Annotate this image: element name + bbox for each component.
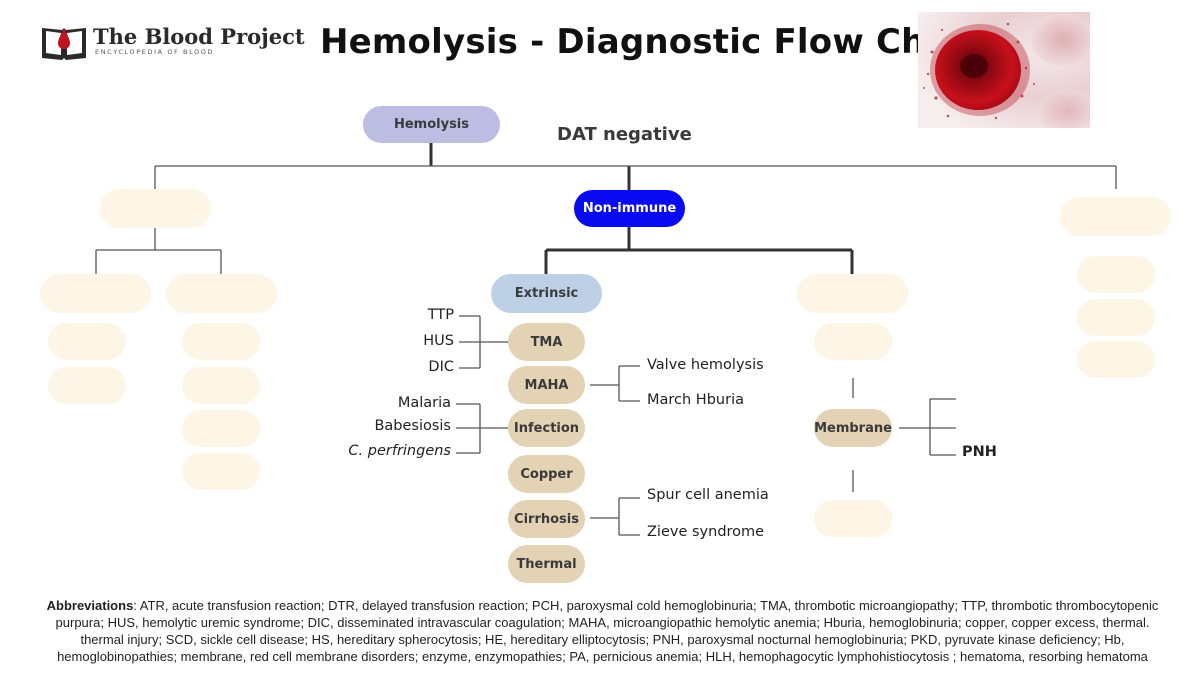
hidden-node-right-a <box>1077 256 1155 293</box>
cirrhosis-cause-zieve-syndrome: Zieve syndrome <box>647 524 765 540</box>
maha-cause-valve-hemolysis: Valve hemolysis <box>647 357 764 373</box>
cirrhosis-node: Cirrhosis <box>508 500 585 538</box>
hidden-node-left-1b <box>48 367 126 404</box>
abbreviations-label: Abbreviations <box>46 598 134 613</box>
logo-subtitle: ENCYCLOPEDIA OF BLOOD <box>95 48 215 56</box>
page-title: Hemolysis - Diagnostic Flow Chart <box>320 22 983 62</box>
infection-cause-c-perfringens: C. perfringens <box>348 443 451 459</box>
hemolysis-node: Hemolysis <box>363 106 500 143</box>
thermal-node: Thermal <box>508 545 585 583</box>
tma-cause-dic: DIC <box>428 359 454 375</box>
abbreviations-text: : ATR, acute transfusion reaction; DTR, … <box>55 598 1159 664</box>
infection-cause-malaria: Malaria <box>397 395 451 411</box>
non-immune-node: Non-immune <box>574 190 685 227</box>
infection-cause-babesiosis: Babesiosis <box>374 418 451 434</box>
dat-negative-label: DAT negative <box>557 124 692 145</box>
infection-node: Infection <box>508 409 585 447</box>
hidden-node-left-2c <box>182 410 260 447</box>
tma-node: TMA <box>508 323 585 361</box>
hidden-node-left-1a <box>48 323 126 360</box>
logo-title: The Blood Project <box>93 24 305 49</box>
hidden-node-left-2 <box>166 274 277 313</box>
hidden-node-intrinsic <box>797 274 908 313</box>
abbreviations-footnote: Abbreviations: ATR, acute transfusion re… <box>40 597 1165 665</box>
extrinsic-node: Extrinsic <box>491 274 602 313</box>
copper-node: Copper <box>508 455 585 493</box>
maha-cause-march-hburia: March Hburia <box>647 392 744 408</box>
hidden-node-intrinsic-a <box>814 323 892 360</box>
hidden-node-left-2a <box>182 323 260 360</box>
book-blood-drop-icon <box>42 28 86 60</box>
tma-cause-hus: HUS <box>423 333 454 349</box>
hidden-node-immune <box>100 189 211 228</box>
hidden-node-left-2b <box>182 367 260 404</box>
hidden-node-right <box>1060 197 1171 236</box>
hidden-node-intrinsic-b <box>814 500 892 537</box>
red-blood-cell-illustration <box>918 12 1090 128</box>
cirrhosis-cause-spur-cell-anemia: Spur cell anemia <box>647 487 769 503</box>
tma-cause-ttp: TTP <box>427 307 454 323</box>
membrane-cause-pnh: PNH <box>962 444 997 460</box>
hidden-node-left-2d <box>182 453 260 490</box>
hidden-node-right-b <box>1077 299 1155 336</box>
hidden-node-right-c <box>1077 341 1155 378</box>
maha-node: MAHA <box>508 366 585 404</box>
membrane-node: Membrane <box>814 409 892 447</box>
hidden-node-left-1 <box>40 274 151 313</box>
